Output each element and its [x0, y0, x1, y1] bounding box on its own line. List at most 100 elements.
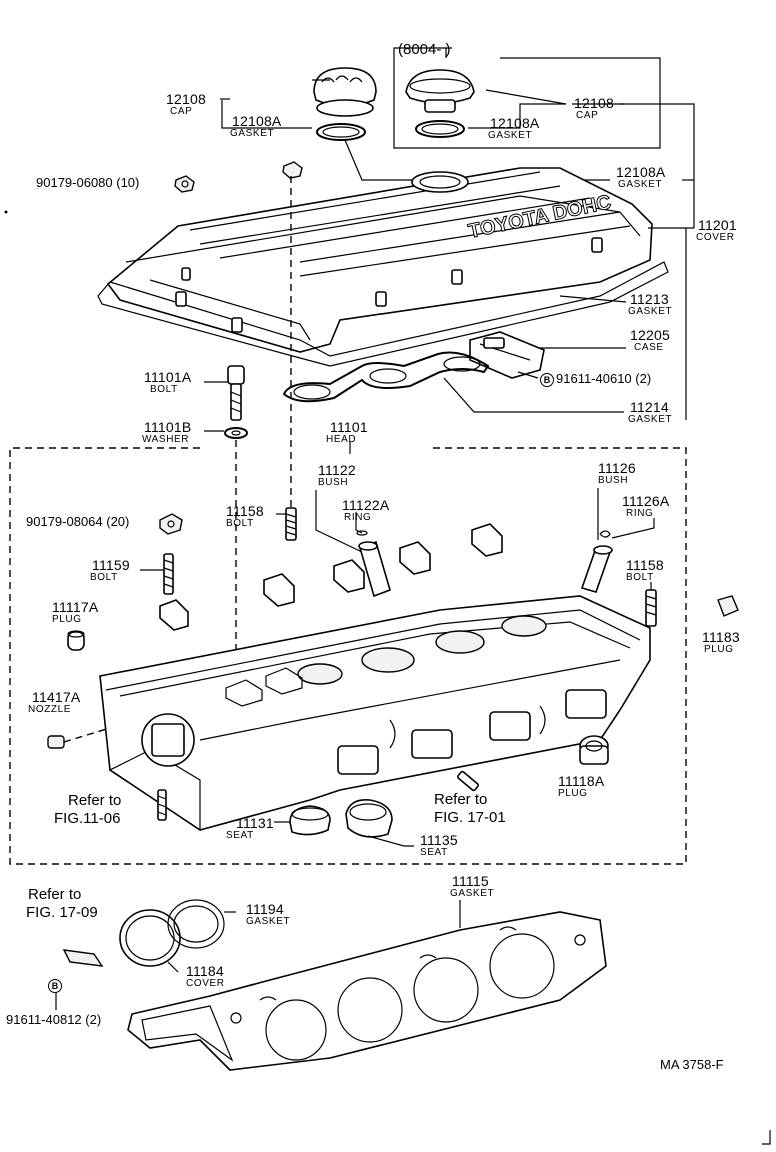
ref-fig-17-01-line2: FIG. 17-01	[434, 809, 506, 826]
head-assembly-box	[9, 442, 687, 865]
bearing-caps	[159, 523, 503, 631]
label-12108a-left-name: GASKET	[230, 128, 275, 139]
label-11122a-number: 11122A	[342, 497, 390, 513]
label-11118a-name: PLUG	[558, 788, 588, 799]
label-11183-number: 11183	[702, 629, 740, 645]
oil-nozzle	[47, 727, 111, 749]
bracket-91611-40812	[62, 949, 104, 967]
label-11101a-number: 11101A	[144, 369, 192, 385]
badge-b-icon: B	[540, 372, 554, 387]
label-11184-name: COVER	[186, 978, 225, 989]
label-11135-name: SEAT	[420, 847, 448, 858]
stud-bolt-11158-right	[645, 589, 657, 627]
label-12108a-left-number: 12108A	[232, 113, 282, 129]
oil-filler-cap-left	[313, 67, 377, 117]
variant-box	[393, 47, 661, 149]
label-11201-name: COVER	[696, 232, 735, 243]
label-11214-number: 11214	[630, 399, 669, 415]
valve-bush-left	[356, 530, 391, 598]
label-11201-number: 11201	[698, 217, 737, 233]
badge-b-icon: B	[48, 978, 62, 993]
label-11115-number: 11115	[452, 873, 489, 889]
ref-fig-17-09-line1: Refer to	[28, 886, 82, 903]
head-gasket	[127, 911, 607, 1071]
label-11159-number: 11159	[92, 557, 130, 573]
stud-lower-mid	[457, 770, 479, 792]
ref-fig-11-06-line1: Refer to	[68, 792, 122, 809]
label-11158-left-name: BOLT	[226, 518, 254, 529]
label-11183-name: PLUG	[704, 644, 734, 655]
corner-mark	[762, 1130, 771, 1145]
nut-on-cover	[282, 161, 303, 179]
ref-fig-11-06-line2: FIG.11-06	[54, 810, 121, 827]
label-11101b-name: WASHER	[142, 434, 190, 445]
diagram-code: MA 3758-F	[660, 1057, 724, 1072]
label-11194-number: 11194	[246, 901, 284, 917]
label-12108-right-name: CAP	[576, 110, 599, 121]
badge-b-91611-40812: B	[48, 978, 64, 994]
label-11158-right-number: 11158	[626, 557, 664, 573]
variant-note: (8004- )	[398, 41, 451, 58]
washer	[224, 427, 248, 439]
label-90179-08064: 90179-08064 (20)	[26, 514, 130, 529]
label-11213-number: 11213	[630, 291, 669, 307]
label-11126-number: 11126	[598, 460, 636, 476]
label-12108a-main-name: GASKET	[618, 179, 663, 190]
seat-11135	[345, 798, 393, 838]
oil-filler-cap-right	[405, 69, 475, 113]
label-11131-number: 11131	[236, 815, 274, 831]
label-11417a-number: 11417A	[32, 689, 81, 705]
cap-gasket-right	[415, 120, 465, 138]
label-91611-40812: 91611-40812 (2)	[6, 1012, 102, 1027]
label-11213-name: GASKET	[628, 306, 673, 317]
label-12205-number: 12205	[630, 327, 670, 343]
label-91611-40610-number: 91611-40610 (2)	[556, 371, 652, 386]
valve-bush-right	[580, 530, 613, 593]
speck	[4, 210, 8, 214]
label-11117a-number: 11117A	[52, 599, 99, 615]
label-11194-name: GASKET	[246, 916, 291, 927]
label-12108-left-number: 12108	[166, 91, 206, 107]
plug-11117a	[67, 630, 85, 651]
label-12108a-main-number: 12108A	[616, 164, 666, 180]
label-11126a-name: RING	[626, 508, 654, 519]
label-12108-right-number: 12108	[574, 95, 614, 111]
cylinder-head	[99, 595, 651, 832]
nut-90179-06080	[174, 175, 195, 193]
label-12108-left-name: CAP	[170, 106, 193, 117]
plug-11183	[717, 595, 739, 617]
label-90179-06080: 90179-06080 (10)	[36, 175, 140, 190]
label-11117a-name: PLUG	[52, 614, 82, 625]
label-11115-name: GASKET	[450, 888, 495, 899]
stud-bolt-11158-left	[285, 507, 297, 541]
label-11101b-number: 11101B	[144, 419, 192, 435]
label-11417a-name: NOZZLE	[28, 704, 72, 715]
label-11158-right-name: BOLT	[626, 572, 654, 583]
label-12108a-right-number: 12108A	[490, 115, 540, 131]
plug-tube-gasket	[282, 351, 490, 403]
label-11126-name: BUSH	[598, 475, 629, 486]
stud-bolt-11159	[163, 553, 174, 595]
label-11122-number: 11122	[318, 462, 356, 478]
label-11135-number: 11135	[420, 832, 458, 848]
stud-lower-left	[157, 789, 167, 821]
label-11214-name: GASKET	[628, 414, 673, 425]
label-11159-name: BOLT	[90, 572, 118, 583]
plug-11118a	[579, 735, 609, 765]
label-11101-name: HEAD	[326, 434, 357, 445]
ref-fig-17-01-line1: Refer to	[434, 791, 488, 808]
ref-fig-17-09-line2: FIG. 17-09	[26, 904, 98, 921]
label-11122a-name: RING	[344, 512, 372, 523]
label-12108a-right-name: GASKET	[488, 130, 533, 141]
label-12205-name: CASE	[634, 342, 664, 353]
rear-cover-gasket	[167, 899, 225, 949]
cap-gasket-left	[316, 123, 366, 141]
label-11101a-name: BOLT	[150, 384, 178, 395]
label-11118a-number: 11118A	[558, 773, 605, 789]
nut-90179-08064	[159, 513, 183, 535]
seat-11131	[289, 805, 331, 836]
label-11122-name: BUSH	[318, 477, 349, 488]
label-11158-left-number: 11158	[226, 503, 264, 519]
